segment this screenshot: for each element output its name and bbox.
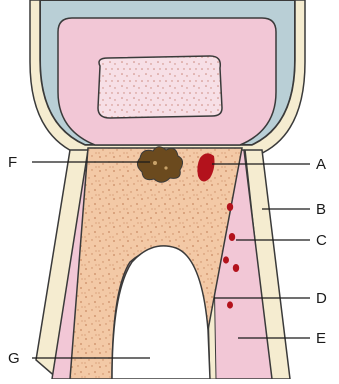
brown-lesion [137,147,182,183]
speckled-core-box [98,56,222,118]
red-dot [227,301,233,308]
label-g: G [8,351,20,366]
label-d: D [316,291,327,306]
red-dot [233,264,239,272]
red-dot [227,203,233,211]
red-dot [229,233,235,241]
red-dot [223,256,229,263]
label-b: B [316,202,326,217]
label-a: A [316,157,326,172]
label-e: E [316,331,326,346]
label-f: F [8,155,17,170]
label-c: C [316,233,327,248]
